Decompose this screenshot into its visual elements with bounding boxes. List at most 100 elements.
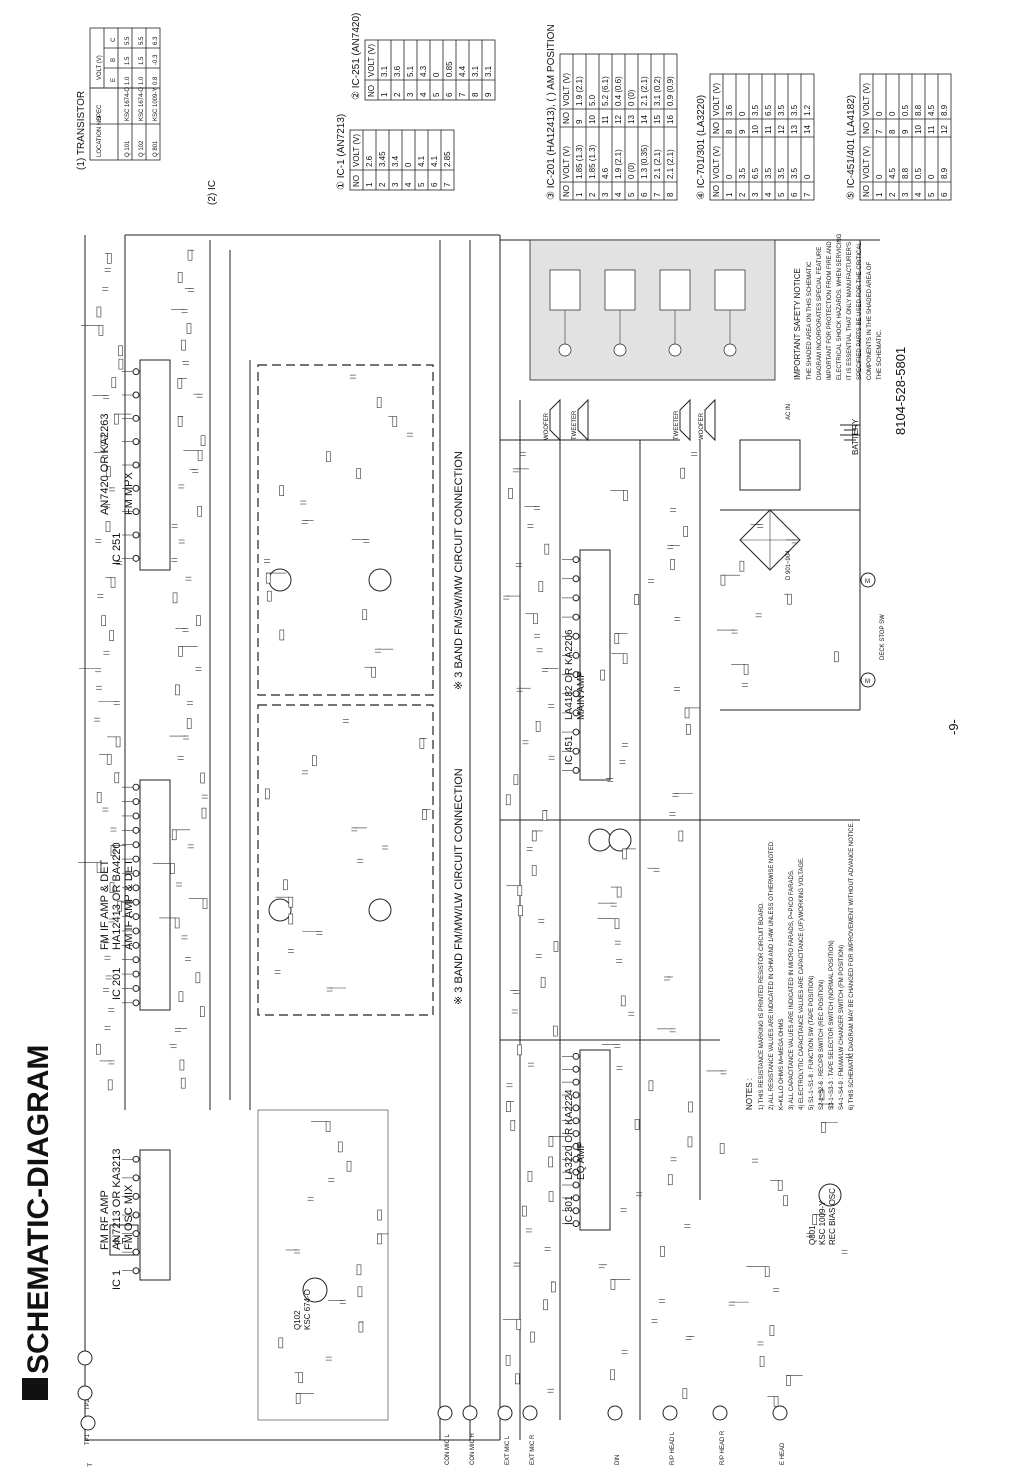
table-cell: 3 <box>901 192 910 197</box>
table-cell: 1 <box>875 192 884 197</box>
table-cell: 3.5 <box>751 104 760 116</box>
part-number: 8104-528-5801 <box>893 347 908 435</box>
table-cell: 4.1 <box>430 155 439 167</box>
table-header-cell: VOLT (V) <box>367 44 376 77</box>
ic451-label: IC 451 <box>564 735 575 765</box>
note-line: 2) ALL RESISTANCE VALUES ARE INDICATED I… <box>769 840 775 1110</box>
table-cell: 4 <box>404 182 413 187</box>
table-heading: ② IC-251 (AN7420) <box>351 13 362 100</box>
safety-line: THE SCHEMATIC. <box>877 329 883 380</box>
table-cell: 3.5 <box>790 167 799 179</box>
svg-text:FM MPX: FM MPX <box>123 472 135 515</box>
table-cell: 9 <box>575 119 584 124</box>
jack-con-mic-l: CON MIC L <box>437 1405 453 1465</box>
table-cell: 1.85 (1.3) <box>575 144 584 179</box>
table-cell: 0.8 <box>153 76 159 85</box>
ic-heading: (2) IC <box>207 180 218 205</box>
table-cell: 5.5 <box>125 36 131 45</box>
table-cell: KSC 1674-O <box>139 87 145 121</box>
table-cell: 2.85 <box>443 151 452 167</box>
table-cell: 14 <box>803 125 812 134</box>
table-cell: 7 <box>443 182 452 187</box>
note-line: S3-1~S3-3 : TAPE SELECTOR SWITCH (NORMAL… <box>829 940 835 1110</box>
svg-text:SPEC: SPEC <box>97 104 103 121</box>
ic301-label: IC 301 <box>564 1195 575 1225</box>
note-3band-fm-mw-lw: ※ 3 BAND FM/MW/LW CIRCUIT CONNECTION <box>453 768 465 1005</box>
table-header-cell: NO <box>712 185 721 197</box>
circuit-area: B.F M M <box>77 234 880 1472</box>
table-cell: 3 <box>601 192 610 197</box>
table-cell: 10 <box>751 125 760 134</box>
table-cell: 1.5 <box>125 56 131 65</box>
table-cell: 7 <box>803 192 812 197</box>
table-cell: 0 <box>888 111 897 116</box>
note-line: 1) THIS RESISTANCE MARKING IS PRINTED RE… <box>759 902 765 1110</box>
notes-block: NOTES : 1) THIS RESISTANCE MARKING IS PRI… <box>745 821 855 1110</box>
notes-heading: NOTES : <box>745 1078 754 1110</box>
table-cell: 0 <box>875 174 884 179</box>
table-cell: 5 <box>627 192 636 197</box>
table-cell: 4.3 <box>419 65 428 77</box>
table-cell: KSC 1674-O <box>125 87 131 121</box>
q801-transistor <box>818 1183 842 1207</box>
table-cell: 1.9 (2.1) <box>575 76 584 106</box>
safety-line: DIAGRAM INCORPORATES SPECIAL FEATURE <box>817 247 823 380</box>
tweeter-icon <box>679 398 691 442</box>
table-cell: 6 <box>790 192 799 197</box>
table-cell: 1 <box>725 192 734 197</box>
svg-text:CON MIC L: CON MIC L <box>445 1433 451 1465</box>
svg-text:E HEAD: E HEAD <box>780 1442 786 1465</box>
table-cell: 12 <box>614 115 623 124</box>
table-cell: 0.5 <box>914 167 923 179</box>
svg-text:CON MIC R: CON MIC R <box>470 1432 476 1465</box>
svg-text:KSC 674-O: KSC 674-O <box>303 1289 312 1330</box>
safety-line: SPECIFIED PARTS BE USED FOR THE CRITICAL <box>857 242 863 380</box>
table-cell: 9 <box>738 129 747 134</box>
table-cell: 2 <box>588 192 597 197</box>
table-cell: 0 <box>875 111 884 116</box>
table-header-cell: NO <box>862 122 871 134</box>
table-cell: 1 <box>575 192 584 197</box>
svg-text:TP1: TP1 <box>85 1433 91 1445</box>
table-cell: 0.4 (0.6) <box>614 76 623 106</box>
svg-text:FM OSC MIX: FM OSC MIX <box>123 1184 135 1250</box>
table-cell: 5.2 (6.1) <box>601 76 610 106</box>
table-cell: KSC 1009-Y <box>153 88 159 121</box>
page-title: SCHEMATIC-DIAGRAM <box>22 1045 55 1374</box>
table-cell: 2.6 <box>365 155 374 167</box>
svg-text:AN7213 OR KA3213: AN7213 OR KA3213 <box>111 1148 123 1250</box>
table-cell: 6.3 <box>153 36 159 45</box>
svg-text:AM IF AMP & DET: AM IF AMP & DET <box>123 859 135 950</box>
svg-text:FM IF AMP & DET: FM IF AMP & DET <box>99 859 111 950</box>
table-cell: 4.4 <box>458 65 467 77</box>
table-cell: 1.2 <box>803 104 812 116</box>
table-cell: 4 <box>914 192 923 197</box>
table-cell: 5.1 <box>406 65 415 77</box>
table-cell: 3.6 <box>393 65 402 77</box>
table-cell: 5 <box>432 92 441 97</box>
table-cell: 4.1 <box>417 155 426 167</box>
table-cell: 11 <box>601 115 610 124</box>
table-cell: 6 <box>445 92 454 97</box>
table-cell: 3.1 <box>471 65 480 77</box>
table-cell: 16 <box>666 115 675 124</box>
svg-text:B.F: B.F <box>114 1237 127 1246</box>
table-header-cell: NO <box>367 85 376 97</box>
note-line: 6) THIS SCHEMATIC DIAGRAM MAY BE CHANGED… <box>849 821 855 1110</box>
table-cell: 13 <box>790 125 799 134</box>
table-cell: 3 <box>751 192 760 197</box>
svg-text:C: C <box>111 37 117 42</box>
table-cell: 7 <box>653 192 662 197</box>
title-marker <box>22 1378 48 1400</box>
table-cell: 6.5 <box>764 104 773 116</box>
q801-label: Q801 <box>808 1225 817 1245</box>
table-cell: 0 (0) <box>627 162 636 179</box>
bridge-label: D 901~904 <box>786 550 792 580</box>
safety-heading: IMPORTANT SAFETY NOTICE <box>793 268 802 380</box>
table-cell: 1.3 (0.35) <box>640 144 649 179</box>
